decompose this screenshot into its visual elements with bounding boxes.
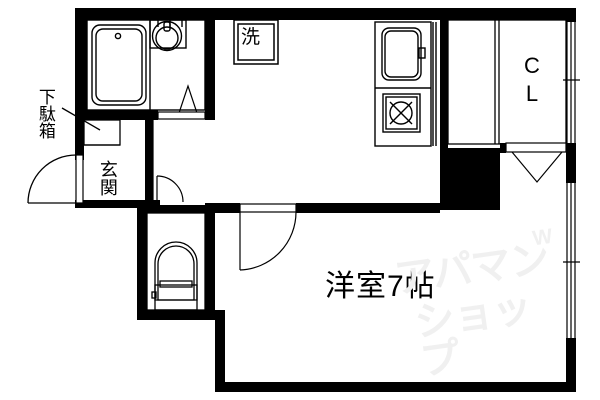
label-washing-machine-space: 洗 <box>241 27 261 48</box>
washer-outer-box <box>233 19 279 65</box>
kitchen-sink-outer <box>381 27 422 81</box>
front-door-panel[interactable] <box>75 154 84 204</box>
wall-top <box>75 8 528 20</box>
bath-door-threshold[interactable] <box>157 111 206 120</box>
bath-unit-group <box>86 19 206 111</box>
vanity-basin-inner <box>155 26 179 50</box>
bath-door-group[interactable] <box>157 84 206 120</box>
bath-unit-outline <box>86 19 206 111</box>
vanity-sink-group <box>149 19 187 52</box>
bathtub-drain <box>114 32 122 40</box>
wall-main-left <box>215 310 225 392</box>
wall-main-room-top-left <box>235 203 240 213</box>
bath-door-fold[interactable] <box>178 84 198 114</box>
bathtub-outer <box>91 24 147 106</box>
wall-left-bath <box>75 8 87 116</box>
kitchen-faucet <box>418 47 426 59</box>
balcony-door-group[interactable] <box>505 142 567 183</box>
wall-main-bottom <box>215 382 576 392</box>
wall-kitchen-right <box>440 20 448 150</box>
corridor-lines-group <box>84 120 154 205</box>
corridor-door-arc[interactable] <box>156 175 184 203</box>
closet-outline <box>447 19 567 145</box>
toilet-flush-handle <box>151 291 157 299</box>
shoe-cabinet-leader <box>61 107 101 131</box>
toilet-door-arc[interactable] <box>239 211 297 271</box>
wall-toilet-top <box>137 205 215 213</box>
stove-inner <box>385 96 418 130</box>
wall-toilet-left <box>137 208 147 320</box>
toilet-group <box>146 212 206 311</box>
wall-entrance-bottom2 <box>75 200 145 208</box>
balcony-door-threshold[interactable] <box>505 142 567 153</box>
kitchen-sink-inner <box>384 30 419 78</box>
kitchen-unit-outline <box>374 21 432 147</box>
kitchen-group <box>374 21 437 147</box>
vanity-faucet <box>163 21 171 32</box>
toilet-bowl <box>154 241 198 301</box>
stove-burner <box>389 101 413 125</box>
toilet-door-threshold[interactable] <box>239 203 297 213</box>
wall-closet-bottom <box>500 143 506 153</box>
toilet-tank-lid <box>159 280 193 288</box>
wall-top-right <box>528 8 572 20</box>
wall-right-bottom <box>566 338 576 392</box>
wall-toilet-right <box>205 208 215 320</box>
label-closet: C L <box>524 53 540 106</box>
stove-grate-2 <box>389 101 413 125</box>
wall-bath-bottom-right2 <box>150 110 158 120</box>
wall-toilet-bottom <box>137 310 215 320</box>
corridor-door-group[interactable] <box>156 175 184 203</box>
wall-main-room-top <box>296 203 440 213</box>
wall-bath-right <box>205 8 215 120</box>
toilet-tank <box>154 284 198 311</box>
windows-group[interactable] <box>563 22 580 338</box>
front-door-group[interactable] <box>27 154 84 204</box>
bathtub-inner <box>95 28 143 102</box>
toilet-bowl-rim <box>157 245 195 301</box>
wall-right-mid <box>566 143 576 183</box>
washing-machine-space-group <box>233 19 279 65</box>
wall-entrance-right <box>145 110 153 208</box>
balcony-door-fold[interactable] <box>511 151 563 183</box>
washer-inner-box <box>237 23 275 61</box>
wall-right-top <box>566 8 576 22</box>
label-main-room: 洋室7帖 <box>325 270 436 303</box>
wall-corridor-bottom <box>205 203 235 213</box>
front-door-swing-arc[interactable] <box>27 154 77 204</box>
wall-bath-bottom <box>75 110 150 120</box>
label-shoe-cabinet: 下駄箱 <box>35 88 55 139</box>
wall-left-entrance <box>75 116 84 158</box>
vanity-counter <box>149 19 187 49</box>
toilet-door-group[interactable] <box>239 203 297 271</box>
pillar-block <box>440 148 500 210</box>
stove-outer <box>382 93 421 133</box>
label-entrance: 玄関 <box>97 160 118 196</box>
closet-group <box>447 19 567 145</box>
walls-group <box>75 8 576 392</box>
